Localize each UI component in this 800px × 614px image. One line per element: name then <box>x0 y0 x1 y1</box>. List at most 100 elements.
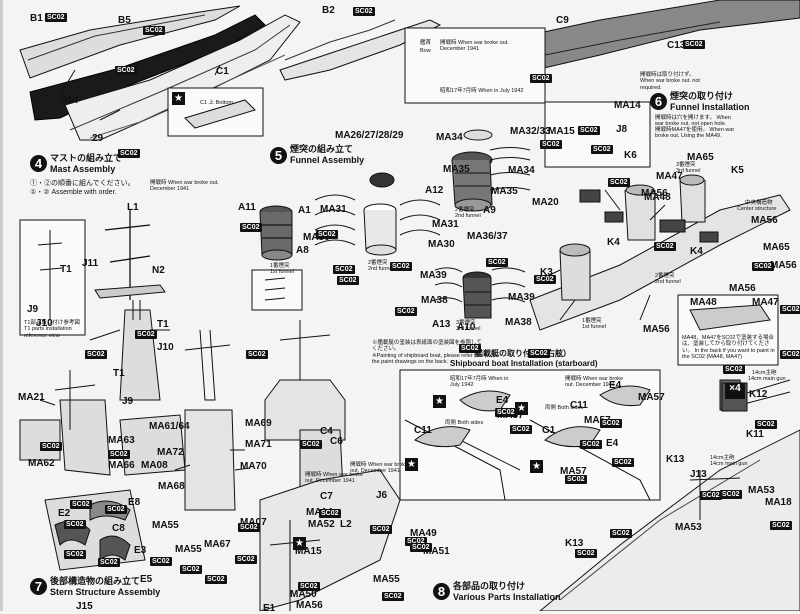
part-label: K13 <box>565 538 584 549</box>
funnel-1-jp: 1番煙突 <box>582 318 602 324</box>
part-label: C13 <box>667 40 686 51</box>
quantity-x4: ×4 <box>725 383 745 399</box>
paint-code-badge: SC02 <box>683 40 705 49</box>
paint-code-badge: SC02 <box>382 592 404 601</box>
part-label: MA55 <box>152 520 179 531</box>
part-label: B2 <box>322 5 335 16</box>
paint-code-badge: SC02 <box>150 557 172 566</box>
part-label: A9 <box>483 205 496 216</box>
c1-bottom-note: C1 上 Bottom <box>200 100 234 106</box>
paint-code-badge: SC02 <box>298 582 320 591</box>
paint-code-badge: SC02 <box>575 549 597 558</box>
part-label: MA36/37 <box>467 231 508 242</box>
open-hole-note: 開戦時は穴を開けます。 When war broke out. not open… <box>655 115 731 128</box>
paint-code-badge: SC02 <box>410 543 432 552</box>
paint-code-badge: SC02 <box>723 365 745 374</box>
paint-code-badge: SC02 <box>578 126 600 135</box>
ma47-note: 開戦時MA47を使用。 When war broke out. Using th… <box>655 127 735 140</box>
star-icon: ★ <box>530 460 543 473</box>
paint-code-badge: SC02 <box>755 420 777 429</box>
step-8-title-en: Various Parts Installation <box>453 592 561 602</box>
paint-code-badge: SC02 <box>180 565 202 574</box>
paint-code-badge: SC02 <box>70 500 92 509</box>
part-label: MA47 <box>752 297 779 308</box>
step-8-number: 8 <box>433 583 450 600</box>
part-label: MA07 <box>240 518 267 528</box>
part-label: A11 <box>238 202 256 213</box>
war-note-stern: 開戦時 When war broke out. December 1941 <box>350 462 409 475</box>
part-label: MA56 <box>643 324 670 335</box>
part-label: C6 <box>330 436 343 447</box>
part-label: MA53 <box>675 522 702 533</box>
painting-note-jp: ※艦載艇の塗装は表紙面の塗装図を参照してください。 <box>372 340 482 353</box>
part-label: C1 <box>216 66 229 77</box>
part-label: MA71 <box>245 439 272 450</box>
part-label: A10 <box>457 322 476 333</box>
part-label: MA53 <box>748 485 775 496</box>
funnel-3-jp-step6: 3番煙突 <box>676 162 696 168</box>
part-label: E1 <box>263 603 276 614</box>
part-label: MA15 <box>548 126 575 137</box>
step-6-title-jp: 煙突の取り付け <box>670 91 734 101</box>
paint-code-badge: SC02 <box>115 66 137 75</box>
part-label: K13 <box>666 454 685 465</box>
paint-code-badge: SC02 <box>238 523 260 532</box>
part-label: MA34 <box>508 165 535 176</box>
war-not-required-note: 開戦時は取り付けず。 When war broke out. not requi… <box>640 72 700 91</box>
part-label: L2 <box>340 519 352 530</box>
step-6-number: 6 <box>650 93 667 110</box>
part-label: A13 <box>432 319 451 330</box>
center-structure-jp: 中央構造物 <box>745 200 773 206</box>
part-label: T1 <box>60 264 72 275</box>
part-label: C11 <box>570 400 588 411</box>
paint-code-badge: SC02 <box>108 450 130 459</box>
boat-title-en: Shipboard boat Installation (starboard) <box>450 359 598 368</box>
part-label: MA57 <box>560 466 587 477</box>
part-label: A8 <box>296 245 309 256</box>
part-label: J13 <box>690 469 707 480</box>
part-label: E8 <box>128 497 141 508</box>
funnel-2-jp: 2番煙突 <box>455 207 475 213</box>
funnel-3-en-step6: 3rd funnel <box>676 168 701 174</box>
paint-code-badge: SC02 <box>98 558 120 567</box>
part-label: K6 <box>624 150 637 161</box>
part-label: MA57 <box>584 415 611 426</box>
paint-code-badge: SC02 <box>395 307 417 316</box>
paint-code-badge: SC02 <box>235 555 257 564</box>
part-label: MA39 <box>508 292 535 303</box>
part-label: A12 <box>425 185 444 196</box>
funnel-3-en-step5: 3rd funnel <box>456 326 481 332</box>
paint-code-badge: SC02 <box>528 349 550 358</box>
part-label: E4 <box>606 438 619 449</box>
paint-code-badge: SC02 <box>333 265 355 274</box>
paint-code-badge: SC02 <box>600 419 622 428</box>
july-note-bow: 昭和17年7月時 When in July 1942 <box>440 88 524 94</box>
paint-code-badge: SC02 <box>608 178 630 187</box>
part-label: MA56 <box>296 600 323 611</box>
paint-code-badge: SC02 <box>486 258 508 267</box>
war-note-c7: 開戦時 When war broke out. December 1941 <box>305 472 364 485</box>
part-label: MA32/33 <box>510 126 551 137</box>
part-label: MA14 <box>614 100 641 111</box>
part-label: T1 <box>157 319 169 330</box>
part-label: B1 <box>30 13 43 24</box>
paint-code-badge: SC02 <box>752 262 774 271</box>
part-label: MA67 <box>204 539 231 550</box>
step-7-title-jp: 後部構造物の組み立て <box>50 576 141 586</box>
part-label: MA56 <box>770 260 797 271</box>
part-label: K5 <box>731 165 744 176</box>
part-label: MA34 <box>436 132 463 143</box>
part-label: MA66 <box>108 460 135 471</box>
part-label: J9 <box>122 396 134 407</box>
painting-note-en: ※Painting of shipboard boat, please refe… <box>372 353 479 366</box>
part-label: J15 <box>76 601 93 612</box>
part-label: E4 <box>609 380 622 391</box>
part-label: C9 <box>556 15 569 26</box>
part-label: A1 <box>298 205 311 216</box>
star-icon: ★ <box>293 537 306 550</box>
paint-code-badge: SC02 <box>540 140 562 149</box>
both-sides-note-1: 両側 Both sides <box>445 420 484 426</box>
funnel-1-en: 1st funnel <box>582 324 606 330</box>
paint-code-badge: SC02 <box>591 145 613 154</box>
part-label: T1 <box>113 368 125 379</box>
